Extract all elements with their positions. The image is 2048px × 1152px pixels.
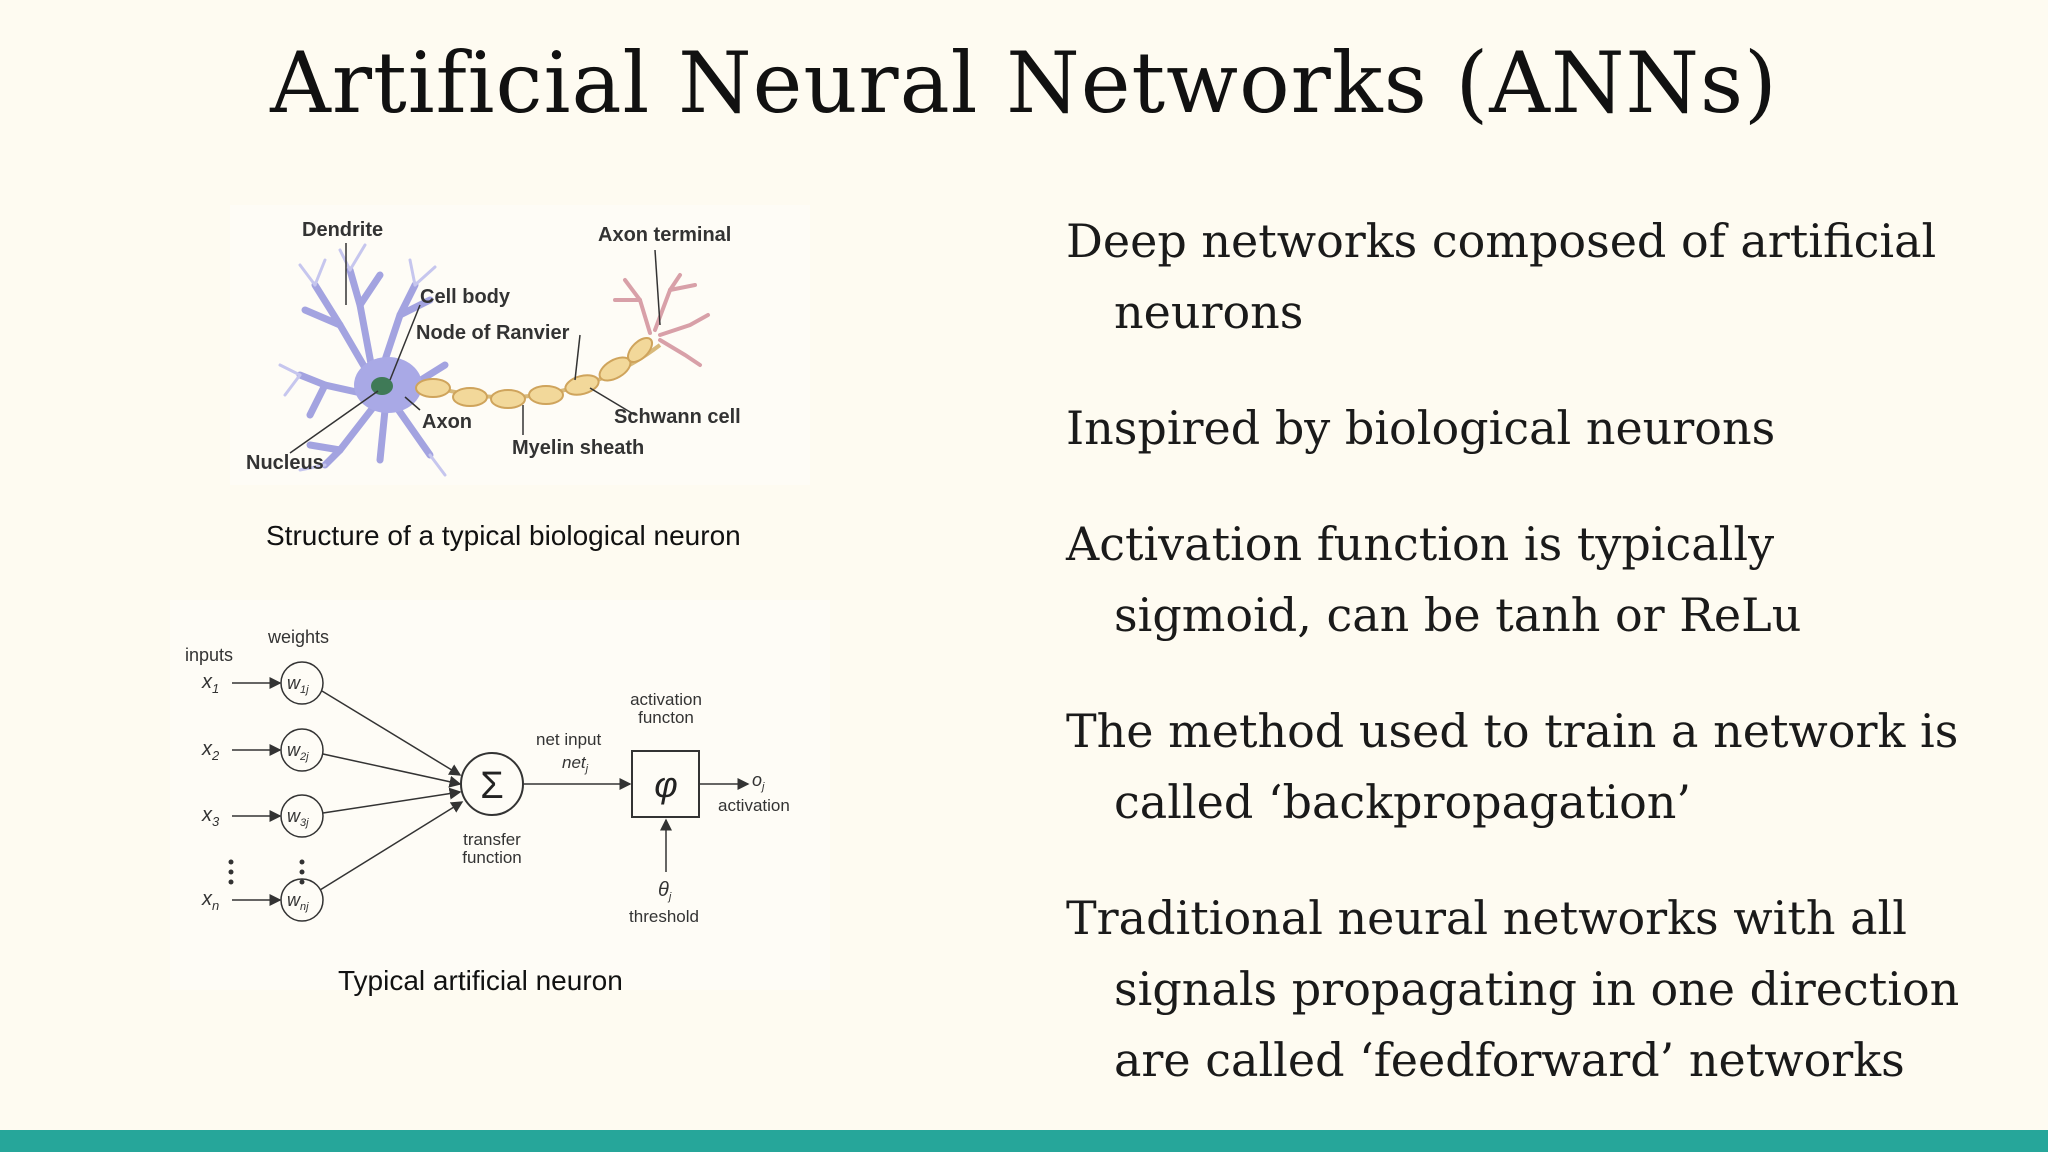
summation-symbol: Σ — [480, 765, 504, 807]
bullet-list: Deep networks composed of artificial neu… — [1066, 206, 1986, 1141]
artificial-neuron-caption: Typical artificial neuron — [338, 965, 623, 996]
label-activation: activation — [718, 796, 790, 815]
input-x3: x3 — [201, 804, 220, 829]
weight-w1: w1j — [287, 673, 309, 696]
label-weights: weights — [267, 627, 329, 647]
label-theta-j: θj — [658, 879, 672, 903]
input-xn: xn — [201, 888, 219, 913]
weight-node-3 — [280, 794, 324, 838]
weight-w2: w2j — [287, 740, 309, 763]
activation-function-box — [631, 750, 700, 818]
label-nucleus: Nucleus — [246, 452, 324, 474]
weight-node-1 — [280, 661, 324, 705]
slide-title: Artificial Neural Networks (ANNs) — [270, 34, 1778, 132]
bullet-item: Activation function is typically sigmoid… — [1066, 517, 1802, 642]
artificial-neuron-figure: inputs weights x1 x2 x3 xn w1j — [170, 600, 830, 990]
label-activation-function-1: activation — [630, 690, 702, 709]
label-inputs: inputs — [185, 645, 233, 665]
myelin-segments — [415, 336, 654, 409]
nucleus-shape — [371, 377, 393, 395]
input-x1: x1 — [201, 671, 219, 696]
label-transfer-function-1: transfer — [463, 830, 521, 849]
biological-neuron-figure: Dendrite Axon terminal Cell body Node of… — [230, 205, 810, 485]
bullet-item: Inspired by biological neurons — [1066, 401, 1776, 455]
label-node-of-ranvier: Node of Ranvier — [416, 322, 570, 344]
label-myelin-sheath: Myelin sheath — [512, 437, 644, 459]
phi-symbol: φ — [654, 764, 677, 805]
label-dendrite: Dendrite — [302, 219, 383, 241]
label-transfer-function-2: function — [462, 848, 522, 867]
label-net-input: net input — [536, 730, 601, 749]
weight-node-2 — [280, 728, 324, 772]
summation-node — [460, 752, 524, 816]
label-axon-terminal: Axon terminal — [598, 224, 731, 246]
label-activation-function-2: functon — [638, 708, 694, 727]
label-net-j: netj — [562, 753, 589, 775]
biological-neuron-caption: Structure of a typical biological neuron — [266, 520, 741, 551]
label-threshold: threshold — [629, 907, 699, 926]
biological-neuron-illustration: Dendrite Axon terminal Cell body Node of… — [246, 219, 741, 477]
label-o-j: oj — [752, 770, 765, 793]
label-axon: Axon — [422, 411, 472, 433]
bullet-item: Deep networks composed of artificial neu… — [1066, 214, 1937, 339]
artificial-neuron-diagram: inputs weights x1 x2 x3 xn w1j — [185, 627, 790, 926]
input-x2: x2 — [201, 738, 220, 763]
weight-w3: w3j — [287, 806, 309, 829]
label-schwann-cell: Schwann cell — [614, 406, 741, 428]
weight-wn: wnj — [287, 890, 309, 913]
dendrite-branches — [296, 266, 449, 469]
bullet-item: The method used to train a network is ca… — [1066, 704, 1959, 829]
weight-node-n — [280, 878, 324, 922]
bottom-accent-bar — [0, 1130, 2048, 1152]
label-cell-body: Cell body — [420, 286, 511, 308]
bullet-item: Traditional neural networks with all sig… — [1066, 891, 1960, 1087]
